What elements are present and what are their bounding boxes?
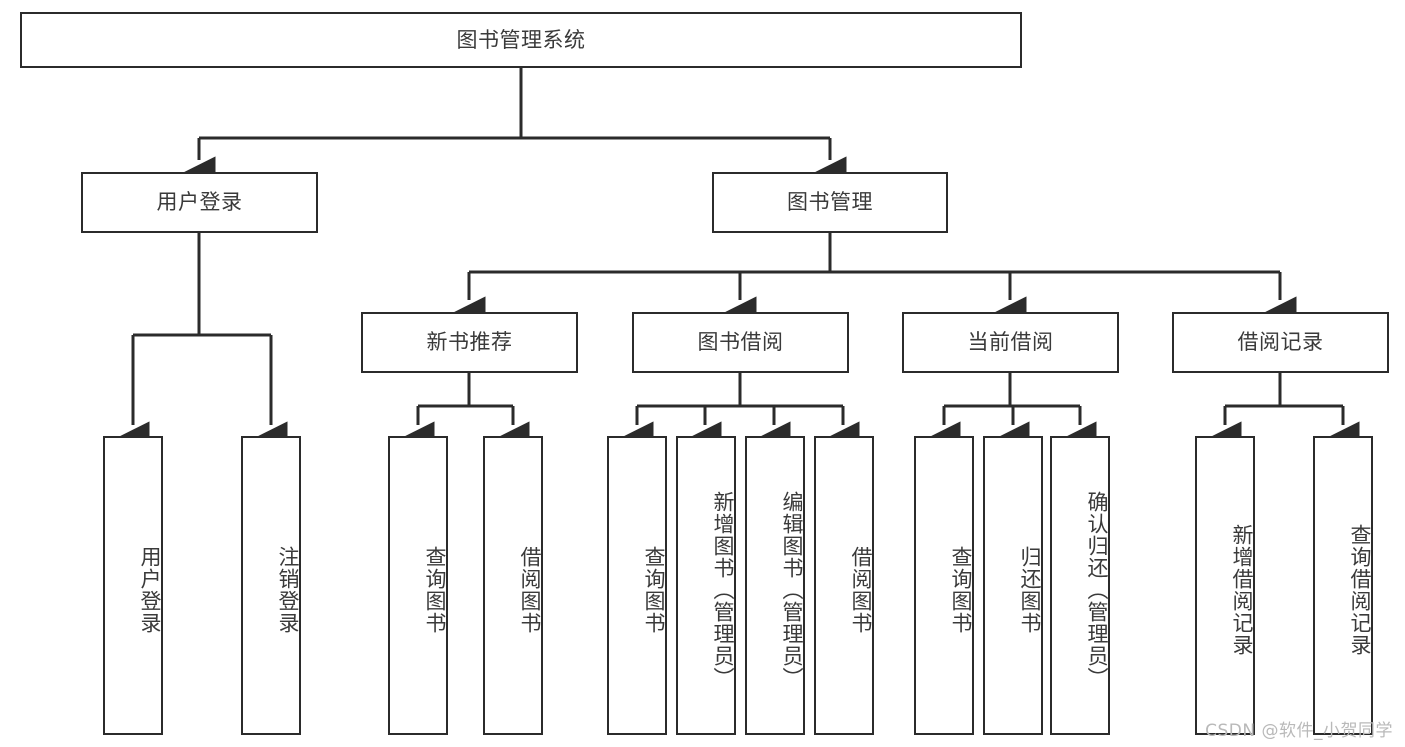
node-leaf-add-record[interactable]: 新增借阅记录 — [1195, 436, 1255, 735]
csdn-watermark: CSDN @软件_小贺同学 — [1205, 721, 1393, 741]
node-user-login[interactable]: 用户登录 — [81, 172, 318, 233]
node-book-manage[interactable]: 图书管理 — [712, 172, 948, 233]
node-leaf-query-record[interactable]: 查询借阅记录 — [1313, 436, 1373, 735]
node-leaf-edit-book-label: 编辑图书（管理员） — [780, 490, 804, 689]
node-leaf-add-record-label: 新增借阅记录 — [1230, 523, 1254, 656]
node-current-borrow-label: 当前借阅 — [967, 330, 1054, 355]
node-book-borrow[interactable]: 图书借阅 — [632, 312, 849, 373]
node-leaf-query-book-2-label: 查询图书 — [642, 545, 666, 634]
node-root-label: 图书管理系统 — [456, 27, 586, 52]
node-leaf-return-book-label: 归还图书 — [1018, 545, 1042, 634]
node-leaf-add-book[interactable]: 新增图书（管理员） — [676, 436, 736, 735]
node-user-login-label: 用户登录 — [156, 190, 243, 215]
node-borrow-record[interactable]: 借阅记录 — [1172, 312, 1389, 373]
node-leaf-return-book[interactable]: 归还图书 — [983, 436, 1043, 735]
node-leaf-add-book-label: 新增图书（管理员） — [711, 490, 735, 689]
node-leaf-user-login-label: 用户登录 — [138, 545, 162, 634]
node-leaf-query-book-1[interactable]: 查询图书 — [388, 436, 448, 735]
node-borrow-record-label: 借阅记录 — [1237, 330, 1324, 355]
node-leaf-borrow-book-1[interactable]: 借阅图书 — [483, 436, 543, 735]
node-leaf-borrow-book-2[interactable]: 借阅图书 — [814, 436, 874, 735]
node-root[interactable]: 图书管理系统 — [20, 12, 1022, 68]
node-leaf-logout[interactable]: 注销登录 — [241, 436, 301, 735]
node-leaf-confirm-return[interactable]: 确认归还（管理员） — [1050, 436, 1110, 735]
node-leaf-query-book-2[interactable]: 查询图书 — [607, 436, 667, 735]
node-leaf-borrow-book-1-label: 借阅图书 — [518, 545, 542, 634]
node-leaf-query-book-3[interactable]: 查询图书 — [914, 436, 974, 735]
node-leaf-query-book-1-label: 查询图书 — [423, 545, 447, 634]
node-new-book-rec-label: 新书推荐 — [426, 330, 513, 355]
node-leaf-edit-book[interactable]: 编辑图书（管理员） — [745, 436, 805, 735]
node-leaf-query-book-3-label: 查询图书 — [949, 545, 973, 634]
node-leaf-query-record-label: 查询借阅记录 — [1348, 523, 1372, 656]
node-leaf-user-login[interactable]: 用户登录 — [103, 436, 163, 735]
node-current-borrow[interactable]: 当前借阅 — [902, 312, 1119, 373]
node-book-manage-label: 图书管理 — [787, 190, 873, 215]
node-book-borrow-label: 图书借阅 — [697, 330, 784, 355]
node-new-book-rec[interactable]: 新书推荐 — [361, 312, 578, 373]
node-leaf-logout-label: 注销登录 — [276, 545, 300, 634]
node-leaf-confirm-return-label: 确认归还（管理员） — [1085, 490, 1109, 689]
node-leaf-borrow-book-2-label: 借阅图书 — [849, 545, 873, 634]
